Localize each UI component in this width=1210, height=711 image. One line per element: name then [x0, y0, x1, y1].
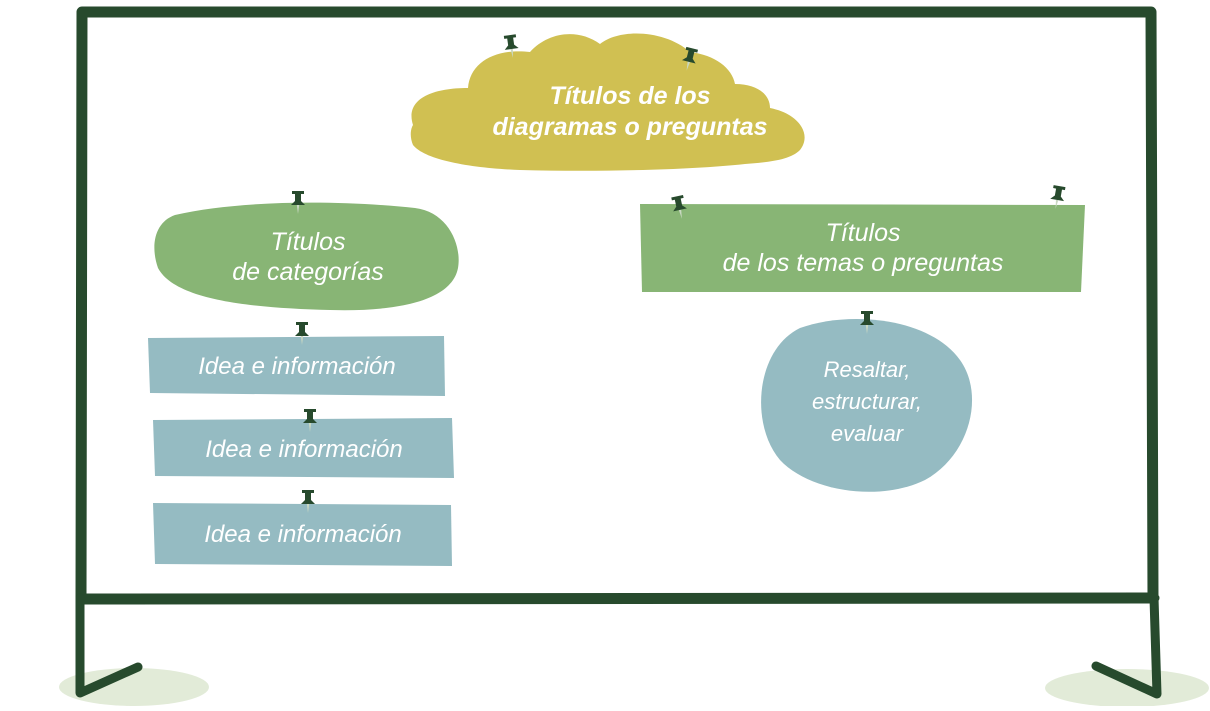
pushpin-icon [291, 191, 305, 214]
pins-group [291, 34, 1066, 513]
idea-note-2 [153, 418, 454, 478]
pushpin-icon [295, 322, 309, 345]
right-leg [1091, 593, 1162, 699]
idea-note-1 [148, 336, 445, 396]
highlight-note [761, 318, 973, 492]
topics-note [640, 204, 1085, 292]
left-leg [75, 593, 143, 698]
pushpin-icon [503, 34, 519, 58]
categories-note [154, 202, 459, 311]
pushpin-icon [860, 311, 874, 334]
pushpin-icon [681, 46, 698, 71]
pushpin-icon [671, 194, 687, 219]
idea-note-3 [153, 503, 452, 566]
pushpin-icon [1050, 185, 1066, 209]
right-floor-shadow [1045, 669, 1209, 707]
pushpin-icon [303, 409, 317, 432]
pushpin-icon [301, 490, 315, 513]
title-cloud [410, 33, 805, 171]
left-floor-shadow [59, 668, 209, 706]
